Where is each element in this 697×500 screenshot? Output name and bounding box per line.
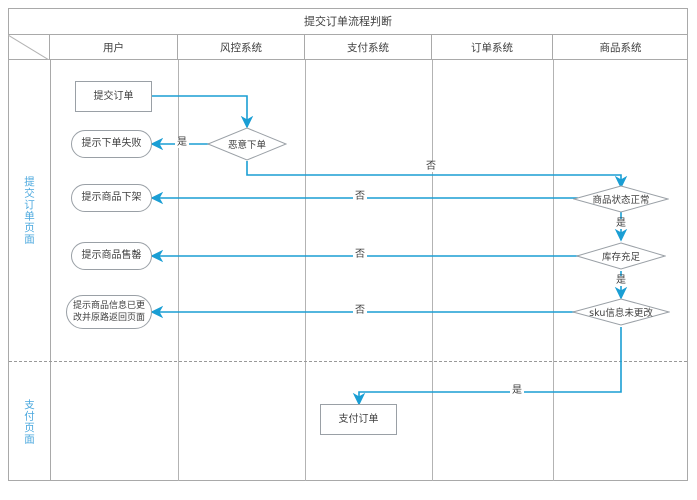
node-stock-enough-label: 库存充足 bbox=[601, 252, 640, 263]
node-pay-order[interactable]: 支付订单 bbox=[320, 404, 397, 435]
column-header-risk: 风控系统 bbox=[178, 35, 305, 60]
edge-label-sku-no-text: 否 bbox=[355, 305, 365, 316]
edge-label-sku-yes: 是 bbox=[510, 386, 524, 396]
column-header-pay-label: 支付系统 bbox=[347, 42, 389, 54]
node-sku-unchanged-label: sku信息未更改 bbox=[589, 308, 653, 319]
corner-slash-icon bbox=[8, 35, 49, 60]
edge-label-stock-yes: 是 bbox=[614, 276, 628, 286]
node-tip-product-off[interactable]: 提示商品下架 bbox=[71, 184, 152, 212]
node-tip-order-failed[interactable]: 提示下单失败 bbox=[71, 130, 152, 158]
column-header-row: 用户 风控系统 支付系统 订单系统 商品系统 bbox=[8, 35, 688, 60]
diamond-shape bbox=[207, 127, 287, 161]
edge-label-malicious-no: 否 bbox=[424, 162, 438, 172]
edge-label-stock-yes-text: 是 bbox=[616, 275, 626, 286]
column-header-order-label: 订单系统 bbox=[471, 42, 513, 54]
edge-label-product-status-yes: 是 bbox=[614, 219, 628, 229]
edge-label-product-status-no: 否 bbox=[353, 192, 367, 202]
node-tip-sku-changed-label-line2: 改并原路返回页面 bbox=[72, 313, 145, 323]
column-header-risk-label: 风控系统 bbox=[220, 42, 262, 54]
column-header-user: 用户 bbox=[50, 35, 178, 60]
column-separator-pay bbox=[432, 60, 433, 481]
node-tip-product-off-label: 提示商品下架 bbox=[81, 192, 142, 204]
diamond-shape bbox=[576, 242, 666, 270]
edge-label-sku-yes-text: 是 bbox=[512, 385, 522, 396]
node-product-status-ok[interactable]: 商品状态正常 bbox=[573, 185, 669, 213]
column-separator-user bbox=[178, 60, 179, 481]
edge-label-stock-no: 否 bbox=[353, 250, 367, 260]
edge-label-malicious-yes: 是 bbox=[175, 138, 189, 148]
page-title: 提交订单流程判断 bbox=[304, 15, 392, 28]
corner-cell bbox=[8, 35, 50, 60]
column-separator-order bbox=[553, 60, 554, 481]
edge-label-sku-no: 否 bbox=[353, 306, 367, 316]
node-product-status-ok-label: 商品状态正常 bbox=[592, 195, 650, 206]
edge-label-product-status-yes-text: 是 bbox=[616, 218, 626, 229]
diamond-shape bbox=[573, 185, 669, 213]
edge-label-product-status-no-text: 否 bbox=[355, 191, 365, 202]
diamond-shape bbox=[572, 298, 670, 326]
edge-label-malicious-no-text: 否 bbox=[426, 161, 436, 172]
node-pay-order-label: 支付订单 bbox=[338, 413, 379, 425]
lane-divider bbox=[9, 361, 687, 362]
column-header-user-label: 用户 bbox=[103, 42, 124, 54]
lane-label-submit-page-text: 提交订单页面 bbox=[23, 176, 35, 245]
column-separator-risk bbox=[305, 60, 306, 481]
column-header-order: 订单系统 bbox=[432, 35, 553, 60]
node-tip-sold-out[interactable]: 提示商品售罄 bbox=[71, 242, 152, 270]
lane-label-payment-page-text: 支付页面 bbox=[23, 398, 35, 445]
column-header-product-label: 商品系统 bbox=[599, 42, 642, 54]
node-submit-order-label: 提交订单 bbox=[93, 90, 134, 102]
lane-label-submit-page: 提交订单页面 bbox=[9, 60, 50, 361]
edge-label-malicious-yes-text: 是 bbox=[177, 137, 187, 148]
node-tip-sold-out-label: 提示商品售罄 bbox=[81, 250, 142, 262]
diagram-title-bar: 提交订单流程判断 bbox=[8, 8, 688, 35]
node-sku-unchanged[interactable]: sku信息未更改 bbox=[572, 298, 670, 326]
column-header-product: 商品系统 bbox=[553, 35, 688, 60]
node-tip-order-failed-label: 提示下单失败 bbox=[81, 138, 142, 150]
column-separator-lanecol bbox=[50, 60, 51, 481]
node-stock-enough[interactable]: 库存充足 bbox=[576, 242, 666, 270]
node-tip-sku-changed-label-line1: 提示商品信息已更 bbox=[72, 300, 145, 311]
node-malicious-order[interactable]: 恶意下单 bbox=[207, 127, 287, 161]
edge-label-stock-no-text: 否 bbox=[355, 249, 365, 260]
column-header-pay: 支付系统 bbox=[305, 35, 432, 60]
node-submit-order[interactable]: 提交订单 bbox=[75, 81, 152, 112]
node-tip-sku-changed[interactable]: 提示商品信息已更 改并原路返回页面 bbox=[66, 295, 152, 329]
node-malicious-order-label: 恶意下单 bbox=[227, 140, 266, 151]
lane-label-payment-page: 支付页面 bbox=[9, 362, 50, 481]
